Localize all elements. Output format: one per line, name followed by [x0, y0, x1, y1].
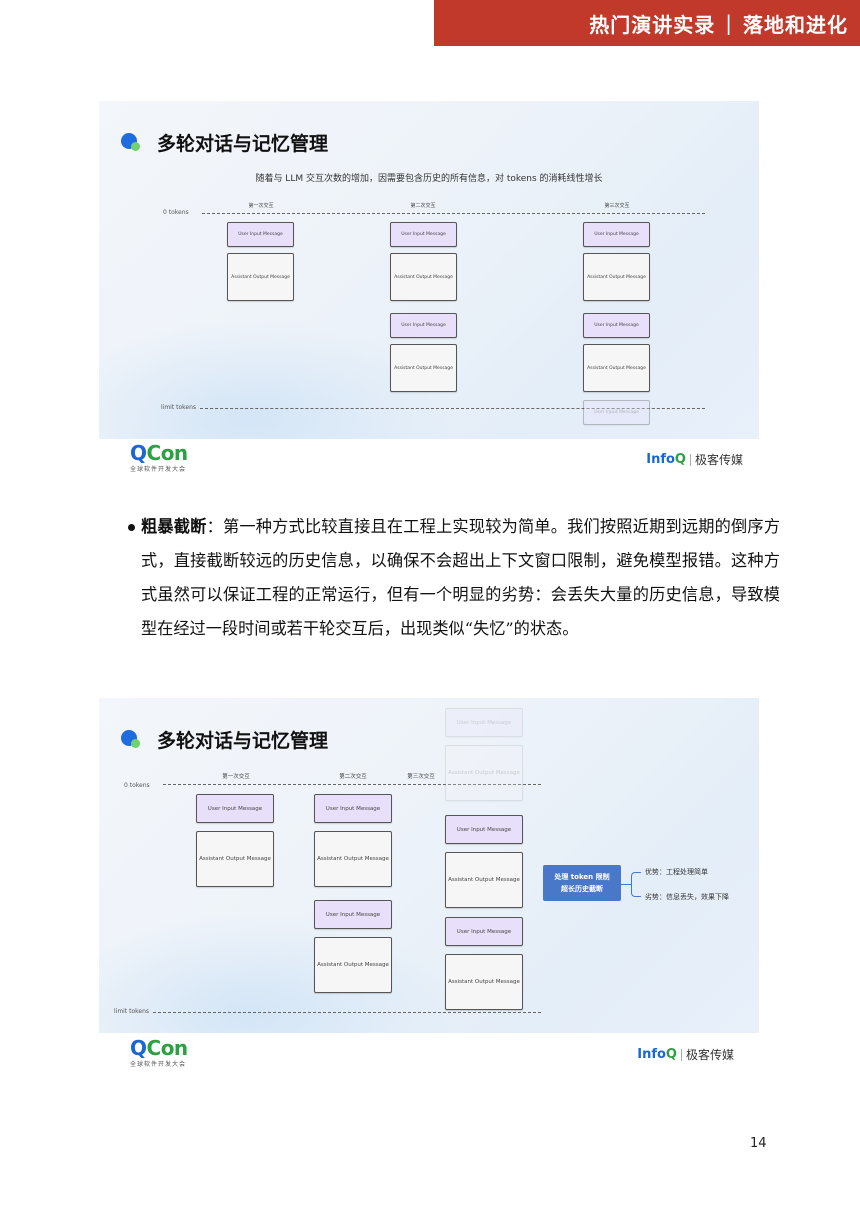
assistant-message-box: Assistant Output Message: [583, 344, 650, 392]
user-message-box: User Input Message: [445, 917, 523, 946]
title-dot-icon: [121, 132, 145, 154]
infoq-cn-name: 极客传媒: [694, 453, 743, 467]
bullet-term: 粗暴截断: [141, 517, 207, 536]
assistant-message-box: Assistant Output Message: [390, 253, 457, 301]
qcon-logo: QCon 全球软件开发大会: [130, 443, 188, 473]
limit-tokens-line: [153, 1012, 541, 1013]
limit-tokens-line: [200, 408, 705, 409]
qcon-tagline: 全球软件开发大会: [130, 466, 187, 473]
infoq-logo: InfoQ 极客传媒: [637, 1046, 734, 1063]
user-message-box: User Input Message: [583, 222, 650, 247]
round-label-3: 第三次交互: [407, 774, 435, 780]
round-label-1: 第一次交互: [222, 774, 250, 780]
user-message-box: User Input Message: [445, 815, 523, 844]
slide-title-text: 多轮对话与记忆管理: [157, 133, 329, 155]
slide-subtitle: 随着与 LLM 交互次数的增加，因需要包含历史的所有信息，对 tokens 的消…: [255, 174, 603, 184]
limit-tokens-label: limit tokens: [161, 404, 197, 411]
infoq-cn-name: 极客传媒: [685, 1048, 734, 1062]
header-banner: 热门演讲实录 | 落地和进化: [434, 0, 860, 46]
con-leaf: 劣势：信息丢失，效果下降: [645, 893, 729, 901]
tree-bracket: [631, 872, 641, 897]
header-separator: |: [725, 11, 733, 35]
qcon-logo: QCon 全球软件开发大会: [130, 1038, 188, 1068]
round-label-3: 第三次交互: [604, 203, 630, 209]
bullet-icon: [128, 524, 135, 531]
user-message-box: User Input Message: [196, 794, 274, 823]
assistant-message-box: Assistant Output Message: [390, 344, 457, 392]
round-label-2: 第二次交互: [339, 774, 367, 780]
truncation-strategy-node: 处理 token 限制 超长历史截断: [543, 865, 621, 901]
slide-footer: QCon 全球软件开发大会 InfoQ 极客传媒: [99, 1036, 759, 1076]
infoq-q: Q: [674, 452, 686, 467]
slide-truncation: 多轮对话与记忆管理 0 tokens limit tokens 第一次交互 第二…: [99, 698, 759, 1033]
bullet-colon: ：: [206, 517, 223, 536]
slide-title: 多轮对话与记忆管理: [121, 129, 328, 156]
tree-connector: [621, 884, 631, 885]
round-label-2: 第二次交互: [410, 203, 436, 209]
slide-footer: QCon 全球软件开发大会 InfoQ 极客传媒: [99, 441, 759, 481]
truncated-assistant-message-box: Assistant Output Message: [445, 745, 523, 801]
assistant-message-box: Assistant Output Message: [583, 253, 650, 301]
node-line-1: 处理 token 限制: [554, 873, 610, 881]
zero-tokens-label: 0 tokens: [124, 782, 150, 789]
overflow-user-message-box: User Input Message: [583, 400, 650, 425]
slide-title-text: 多轮对话与记忆管理: [157, 730, 329, 752]
assistant-message-box: Assistant Output Message: [314, 937, 392, 993]
round-label-1: 第一次交互: [248, 203, 274, 209]
assistant-message-box: Assistant Output Message: [445, 852, 523, 908]
limit-tokens-label: limit tokens: [114, 1008, 150, 1015]
user-message-box: User Input Message: [314, 900, 392, 929]
qcon-logo-text: Con: [146, 441, 189, 465]
logo-divider: [689, 453, 691, 466]
assistant-message-box: Assistant Output Message: [314, 831, 392, 887]
qcon-tagline: 全球软件开发大会: [130, 1061, 187, 1068]
zero-tokens-line: [202, 213, 705, 214]
user-message-box: User Input Message: [227, 222, 294, 247]
infoq-brand: Info: [637, 1047, 666, 1062]
user-message-box: User Input Message: [390, 313, 457, 338]
node-line-2: 超长历史截断: [561, 885, 603, 893]
slide-token-growth: 多轮对话与记忆管理 随着与 LLM 交互次数的增加，因需要包含历史的所有信息，对…: [99, 101, 759, 439]
title-dot-icon: [121, 729, 145, 751]
bullet-paragraph: 粗暴截断：第一种方式比较直接且在工程上实现较为简单。我们按照近期到远期的倒序方式…: [128, 510, 781, 646]
zero-tokens-line: [163, 784, 541, 785]
assistant-message-box: Assistant Output Message: [196, 831, 274, 887]
zero-tokens-label: 0 tokens: [163, 209, 189, 216]
logo-divider: [680, 1048, 682, 1061]
header-section: 热门演讲实录: [589, 12, 716, 37]
qcon-logo-text: Con: [146, 1036, 189, 1060]
infoq-q: Q: [665, 1047, 677, 1062]
bullet-body: 第一种方式比较直接且在工程上实现较为简单。我们按照近期到远期的倒序方式，直接截断…: [141, 517, 781, 638]
infoq-brand: Info: [646, 452, 675, 467]
assistant-message-box: Assistant Output Message: [227, 253, 294, 301]
qcon-logo-q: Q: [130, 1036, 147, 1060]
page-number: 14: [750, 1136, 767, 1151]
pro-leaf: 优势：工程处理简单: [645, 868, 708, 876]
user-message-box: User Input Message: [583, 313, 650, 338]
slide-title: 多轮对话与记忆管理: [121, 726, 328, 753]
user-message-box: User Input Message: [314, 794, 392, 823]
assistant-message-box: Assistant Output Message: [445, 954, 523, 1010]
user-message-box: User Input Message: [390, 222, 457, 247]
infoq-logo: InfoQ 极客传媒: [646, 451, 743, 468]
qcon-logo-q: Q: [130, 441, 147, 465]
header-topic: 落地和进化: [743, 12, 848, 37]
truncated-user-message-box: User Input Message: [445, 708, 523, 737]
